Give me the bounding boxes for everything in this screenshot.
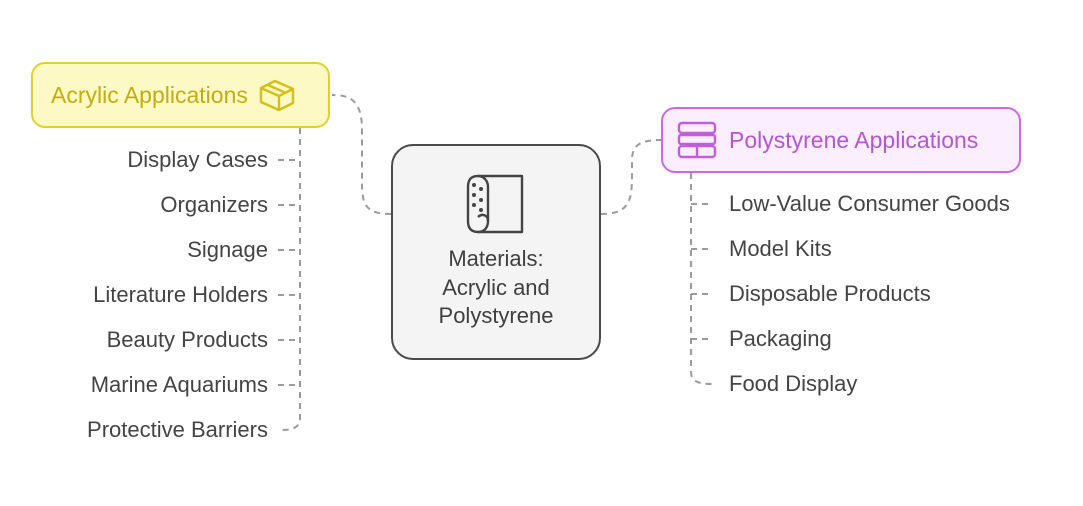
polystyrene-applications-node: Polystyrene Applications <box>661 107 1021 173</box>
list-item: Beauty Products <box>106 327 268 352</box>
box-icon <box>259 79 295 112</box>
materials-center-node: Materials: Acrylic and Polystyrene <box>391 144 601 360</box>
list-item: Packaging <box>729 326 832 351</box>
list-item: Food Display <box>729 371 858 396</box>
list-item: Marine Aquariums <box>90 372 268 397</box>
list-item: Disposable Products <box>729 281 931 306</box>
list-item: Low-Value Consumer Goods <box>729 191 1010 216</box>
list-item: Protective Barriers <box>87 417 268 442</box>
list-item: Model Kits <box>729 236 832 261</box>
list-item: Signage <box>187 237 268 262</box>
rolled-sheet-icon <box>466 174 524 234</box>
acrylic-applications-node: Acrylic Applications <box>31 62 330 128</box>
polystyrene-applications-label: Polystyrene Applications <box>729 126 979 153</box>
center-title: Materials: Acrylic and Polystyrene <box>438 246 554 329</box>
layers-icon <box>677 121 717 159</box>
list-item: Display Cases <box>127 147 268 172</box>
list-item: Organizers <box>160 192 268 217</box>
acrylic-applications-label: Acrylic Applications <box>51 81 248 108</box>
list-item: Literature Holders <box>93 282 268 307</box>
